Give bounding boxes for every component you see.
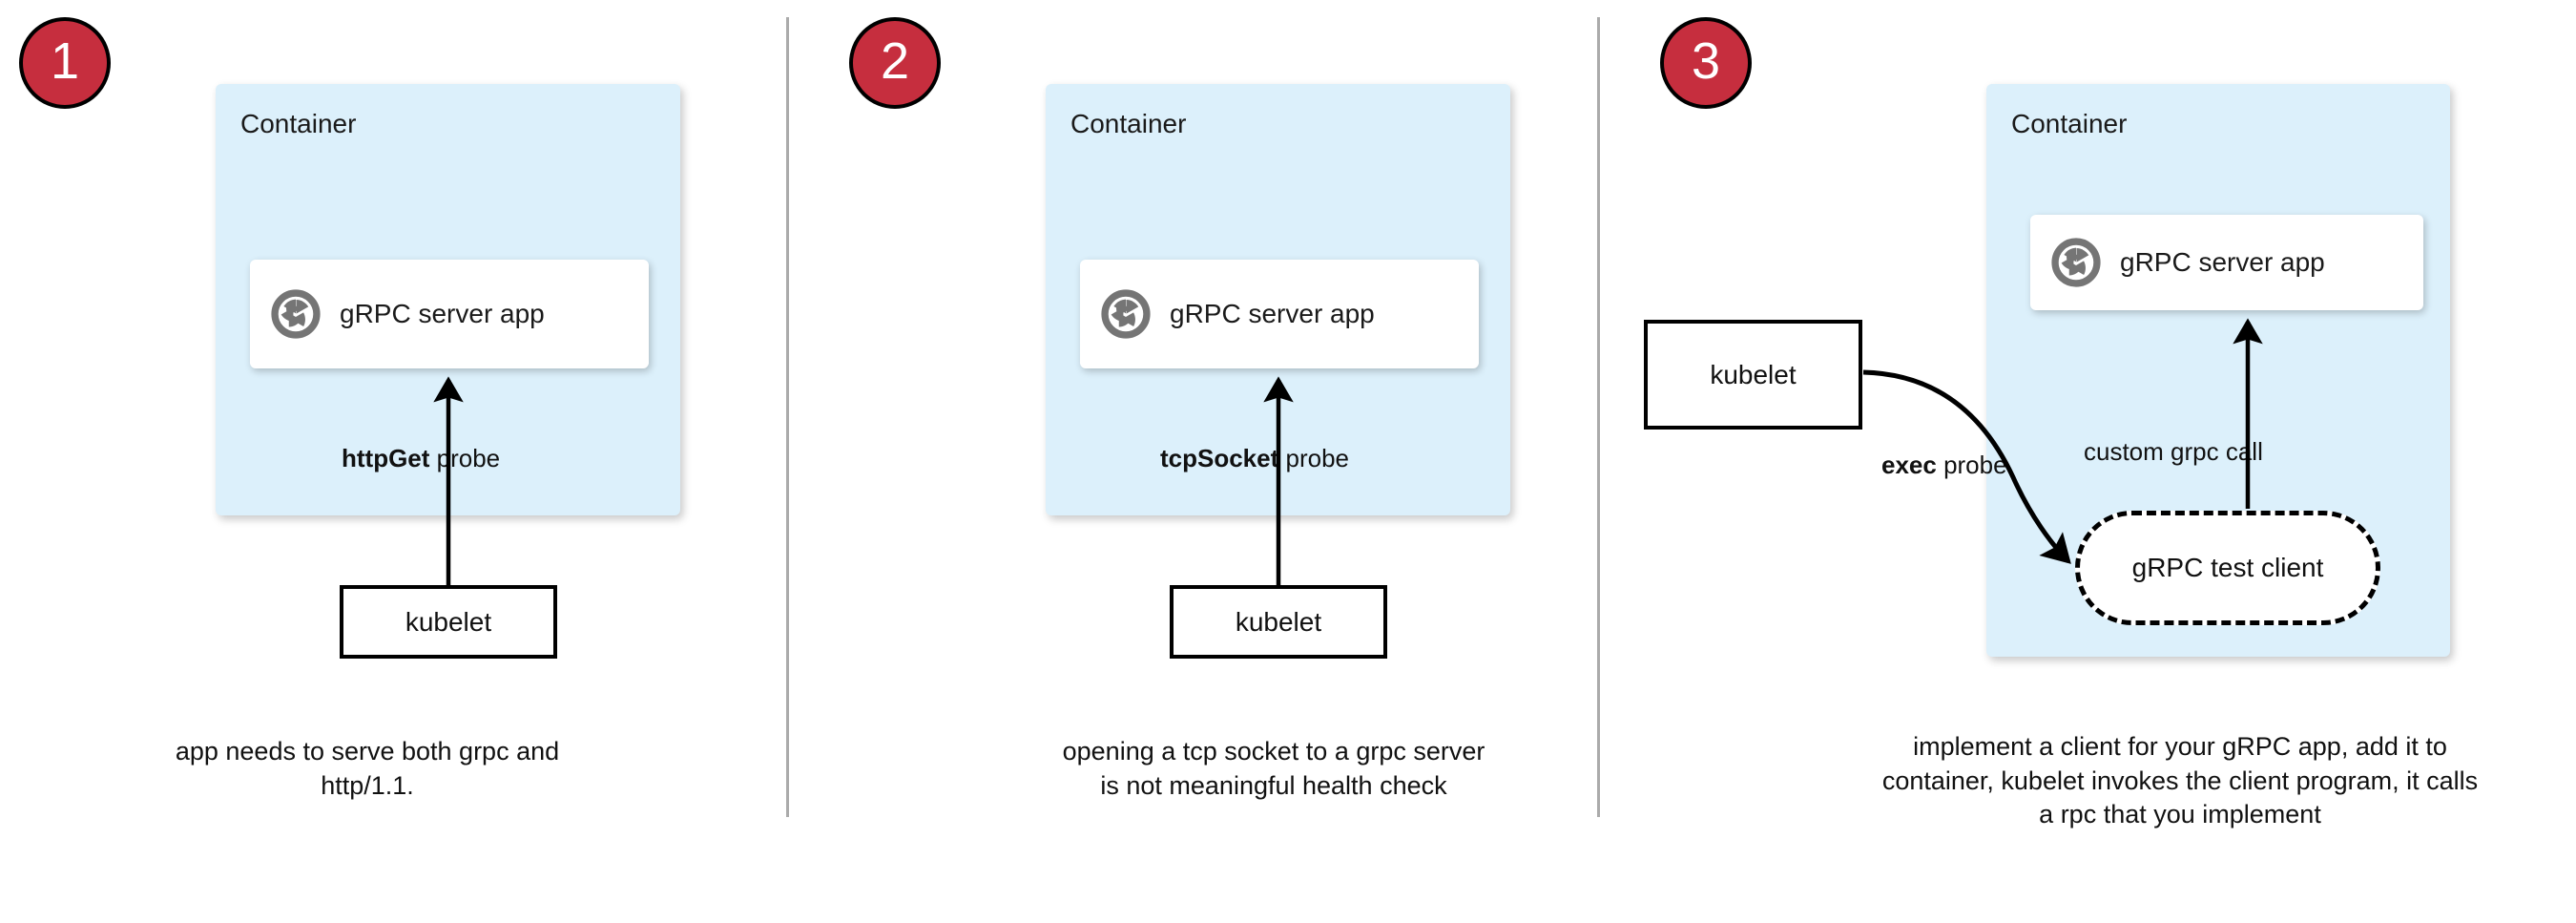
grpc-test-client-label: gRPC test client [2131,553,2324,582]
grpc-server-app-label-3: gRPC server app [2120,247,2325,277]
step-badge-3: 3 [1660,17,1752,109]
probe-label-1-type: httpGet [342,444,430,472]
grpc-test-client-pill: gRPC test client [2075,511,2380,625]
grpc-server-app-label-2: gRPC server app [1170,299,1375,328]
container-label-2: Container [1070,109,1187,138]
grpc-server-app-card-2: gRPC server app [1080,260,1479,368]
step-badge-2: 2 [849,17,941,109]
grpc-aperture-icon [271,289,321,339]
step-badge-1-number: 1 [50,32,80,90]
probe-label-2-suffix: probe [1278,444,1349,472]
kubelet-box-3: kubelet [1644,320,1862,430]
container-label-1: Container [240,109,357,138]
probe-label-1-suffix: probe [429,444,501,472]
grpc-server-app-label-1: gRPC server app [340,299,545,328]
panel-caption-3: implement a client for your gRPC app, ad… [1881,732,2479,829]
panel-caption-2: opening a tcp socket to a grpc server is… [1062,737,1485,800]
kubelet-box-1: kubelet [340,585,557,659]
step-badge-2-number: 2 [880,32,910,90]
container-label-3: Container [2011,109,2128,138]
grpc-server-app-card-1: gRPC server app [250,260,649,368]
custom-grpc-call-label: custom grpc call [2084,437,2263,466]
probe-label-2: tcpSocket probe [1160,444,1349,473]
panel-caption-1: app needs to serve both grpc and http/1.… [175,737,560,800]
kubelet-label-3: kubelet [1710,359,1797,389]
step-badge-3-number: 3 [1691,32,1721,90]
panel-divider-1 [786,17,789,817]
kubelet-box-2: kubelet [1170,585,1387,659]
kubelet-label-2: kubelet [1235,606,1322,637]
grpc-aperture-icon [1101,289,1151,339]
probe-label-1: httpGet probe [342,444,500,473]
probe-label-3-suffix: probe [1936,451,2007,479]
grpc-aperture-icon [2051,238,2101,287]
probe-label-3-type: exec [1881,451,1937,479]
probe-label-2-type: tcpSocket [1160,444,1279,472]
panel-divider-2 [1597,17,1600,817]
probe-label-3: exec probe [1881,451,2007,480]
kubelet-label-1: kubelet [405,606,492,637]
step-badge-1: 1 [19,17,111,109]
grpc-server-app-card-3: gRPC server app [2030,215,2423,310]
